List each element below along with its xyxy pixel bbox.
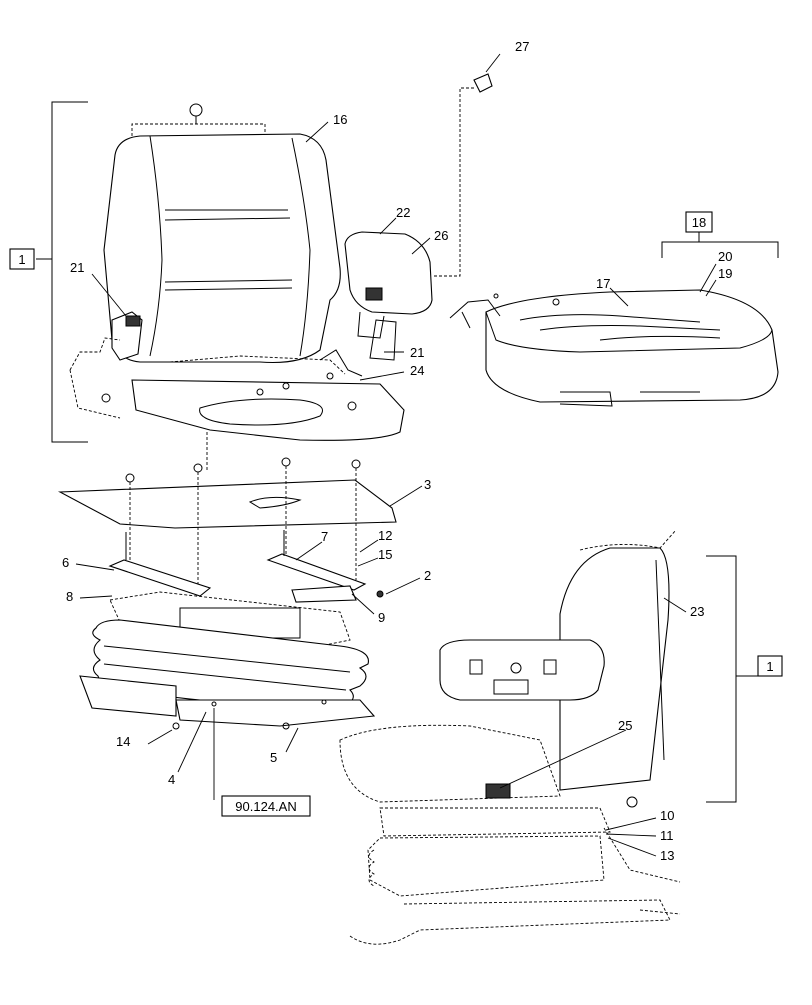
callout-12: 12 <box>378 528 392 543</box>
assembly-bracket-bottom: 1 <box>706 555 783 803</box>
callout-15: 15 <box>378 547 392 562</box>
callout-1-top: 1 <box>18 252 25 267</box>
switch-harness <box>432 73 493 277</box>
callout-14: 14 <box>116 734 130 749</box>
cushion-group-bracket: 18 <box>661 211 779 258</box>
mounting-plate <box>57 432 397 590</box>
callout-9: 9 <box>378 610 385 625</box>
callout-17: 17 <box>596 276 610 291</box>
callout-26: 26 <box>434 228 448 243</box>
callout-21-left: 21 <box>70 260 84 275</box>
callout-25: 25 <box>618 718 632 733</box>
callout-labels: 27 16 22 26 21 21 24 17 20 19 3 7 12 6 1… <box>62 39 732 863</box>
callout-23: 23 <box>690 604 704 619</box>
callout-21-right: 21 <box>410 345 424 360</box>
armrest-right <box>344 231 433 361</box>
callout-4: 4 <box>168 772 175 787</box>
callout-24: 24 <box>410 363 424 378</box>
callout-10: 10 <box>660 808 674 823</box>
callout-27: 27 <box>515 39 529 54</box>
seat-backrest <box>103 103 341 364</box>
callout-5: 5 <box>270 750 277 765</box>
callout-20: 20 <box>718 249 732 264</box>
callout-18: 18 <box>692 215 706 230</box>
callout-22: 22 <box>396 205 410 220</box>
callout-11: 11 <box>660 828 674 843</box>
reference-label: 90.124.AN <box>235 799 296 814</box>
assembly-bracket-top: 1 <box>9 101 88 443</box>
callout-16: 16 <box>333 112 347 127</box>
callout-2: 2 <box>424 568 431 583</box>
seat-cushion <box>449 289 779 407</box>
callout-1-bottom: 1 <box>766 659 773 674</box>
callout-8: 8 <box>66 589 73 604</box>
seat-rails <box>108 530 384 603</box>
seat-frame-top <box>69 337 405 441</box>
leader-lines <box>75 53 717 857</box>
suspension-assembly <box>79 591 376 730</box>
belt-buckle-left <box>111 311 143 361</box>
callout-3: 3 <box>424 477 431 492</box>
callout-6: 6 <box>62 555 69 570</box>
complete-seat <box>339 529 681 945</box>
reference-link: 90.124.AN <box>213 708 311 817</box>
callout-13: 13 <box>660 848 674 863</box>
callout-7: 7 <box>321 529 328 544</box>
callout-19: 19 <box>718 266 732 281</box>
